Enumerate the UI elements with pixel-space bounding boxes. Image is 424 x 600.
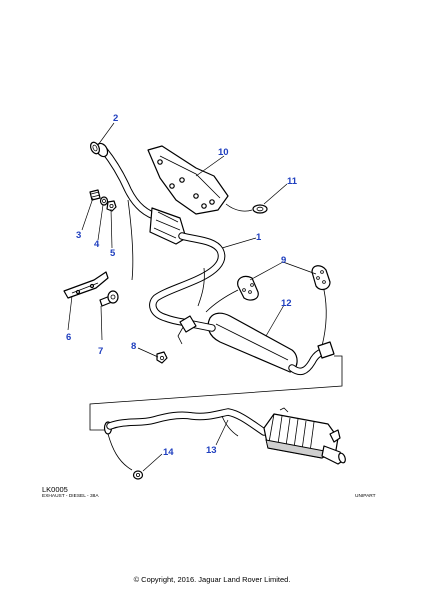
callout-10: 10 [218,147,229,158]
callout-3: 3 [76,230,81,241]
bolt [99,290,119,307]
joint-lines [89,355,343,431]
grommet [252,204,268,214]
bracket [63,271,109,299]
copyright-notice: © Copyright, 2016. Jaguar Land Rover Lim… [133,575,291,584]
callout-4: 4 [94,239,100,250]
rear-pipe-silencer [103,407,346,471]
callout-1: 1 [256,232,262,243]
callout-8: 8 [131,341,136,352]
gasket [89,141,101,155]
callout-13: 13 [206,445,217,456]
callout-labels: 1 2 3 4 5 6 7 8 9 10 11 12 13 14 [66,113,298,458]
callout-2: 2 [113,113,118,124]
callout-6: 6 [66,332,71,343]
rear-mounting-rubber [132,470,144,480]
brand-label: UNIPART [355,494,376,499]
callout-7: 7 [98,346,103,357]
heat-shield [147,145,253,215]
leader-lines [67,122,317,472]
diagram-subtitle: EXHAUST - DIESEL - 38A [42,494,99,499]
diagram-code: LK0005 [42,485,68,494]
nut [156,351,168,364]
callout-14: 14 [163,447,174,458]
intermediate-silencer [179,312,335,376]
stud-washer-nut [89,189,117,212]
mounting-rubbers [205,265,331,347]
callout-9: 9 [281,255,286,266]
front-pipe-catalyst [95,142,226,345]
callout-11: 11 [287,176,298,187]
callout-5: 5 [110,248,116,259]
callout-12: 12 [281,298,292,309]
silencer-ribs [277,415,315,453]
